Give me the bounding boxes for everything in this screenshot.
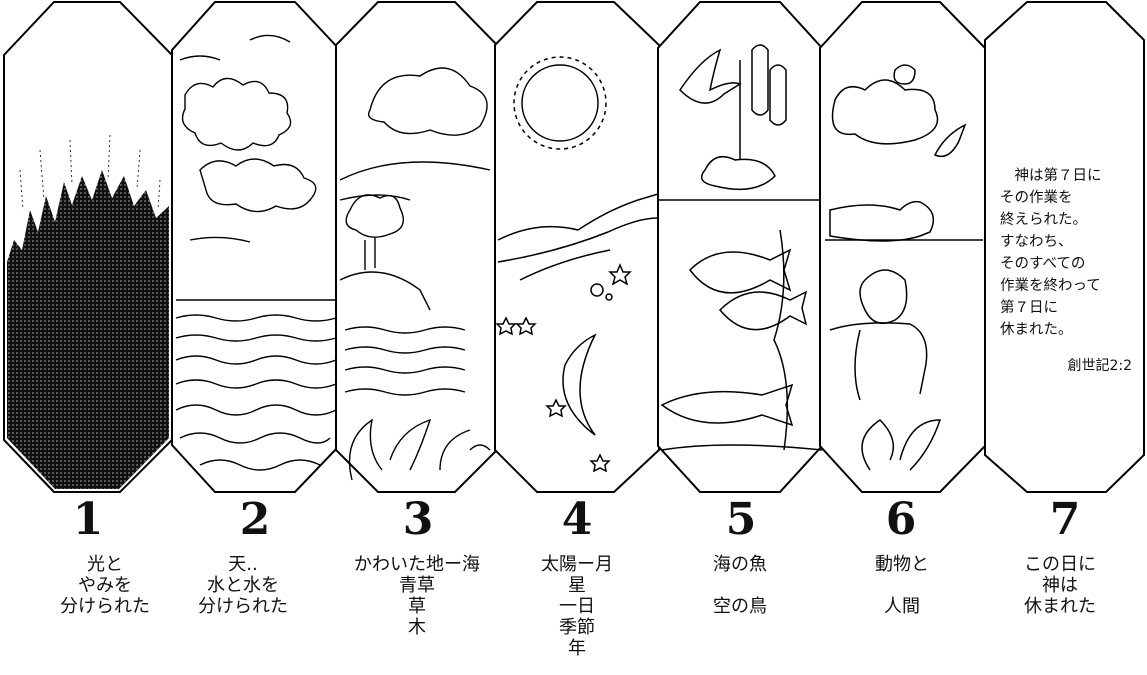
panel-4 bbox=[494, 0, 660, 493]
verse-text: 神は第７日に その作業を 終えられた。 すなわち、 そのすべての 作業を終わって… bbox=[1000, 168, 1102, 338]
creation-panels bbox=[3, 0, 1145, 493]
day-3-caption: かわいた地ー海 青草 草 木 bbox=[354, 554, 480, 638]
sun-moon-stars-illustration bbox=[495, 56, 659, 473]
day-5-caption: 海の魚 空の鳥 bbox=[713, 554, 767, 617]
day-3-number: 3 bbox=[402, 494, 434, 545]
panel-7 bbox=[984, 1, 1145, 493]
day-4-number: 4 bbox=[561, 494, 593, 545]
day-1-caption: 光と やみを 分けられた bbox=[60, 554, 150, 617]
day-7-number: 7 bbox=[1049, 494, 1081, 545]
day-4-caption: 太陽ー月 星 一日 季節 年 bbox=[541, 554, 613, 659]
panel-6 bbox=[819, 1, 986, 493]
day-2-number: 2 bbox=[239, 494, 271, 545]
day-1-number: 1 bbox=[72, 494, 104, 545]
land-tree-plants-illustration bbox=[339, 67, 491, 481]
verse-reference: 創世記2:2 bbox=[1067, 358, 1132, 374]
darkness-grass-illustration bbox=[7, 134, 169, 489]
panel-3 bbox=[335, 1, 498, 493]
day-7-caption: この日に 神は 休まれた bbox=[1024, 554, 1096, 617]
panel-1 bbox=[3, 0, 173, 493]
panel-2 bbox=[171, 0, 341, 493]
day-2-caption: 天.. 水と水を 分けられた bbox=[198, 554, 288, 617]
day-6-caption: 動物と 人間 bbox=[875, 554, 929, 617]
day-5-number: 5 bbox=[725, 494, 757, 545]
animals-man-illustration bbox=[825, 64, 983, 471]
panel-5 bbox=[657, 1, 823, 493]
clouds-sea-illustration bbox=[175, 34, 337, 471]
birds-fish-illustration bbox=[658, 44, 823, 451]
day-6-number: 6 bbox=[885, 494, 917, 545]
